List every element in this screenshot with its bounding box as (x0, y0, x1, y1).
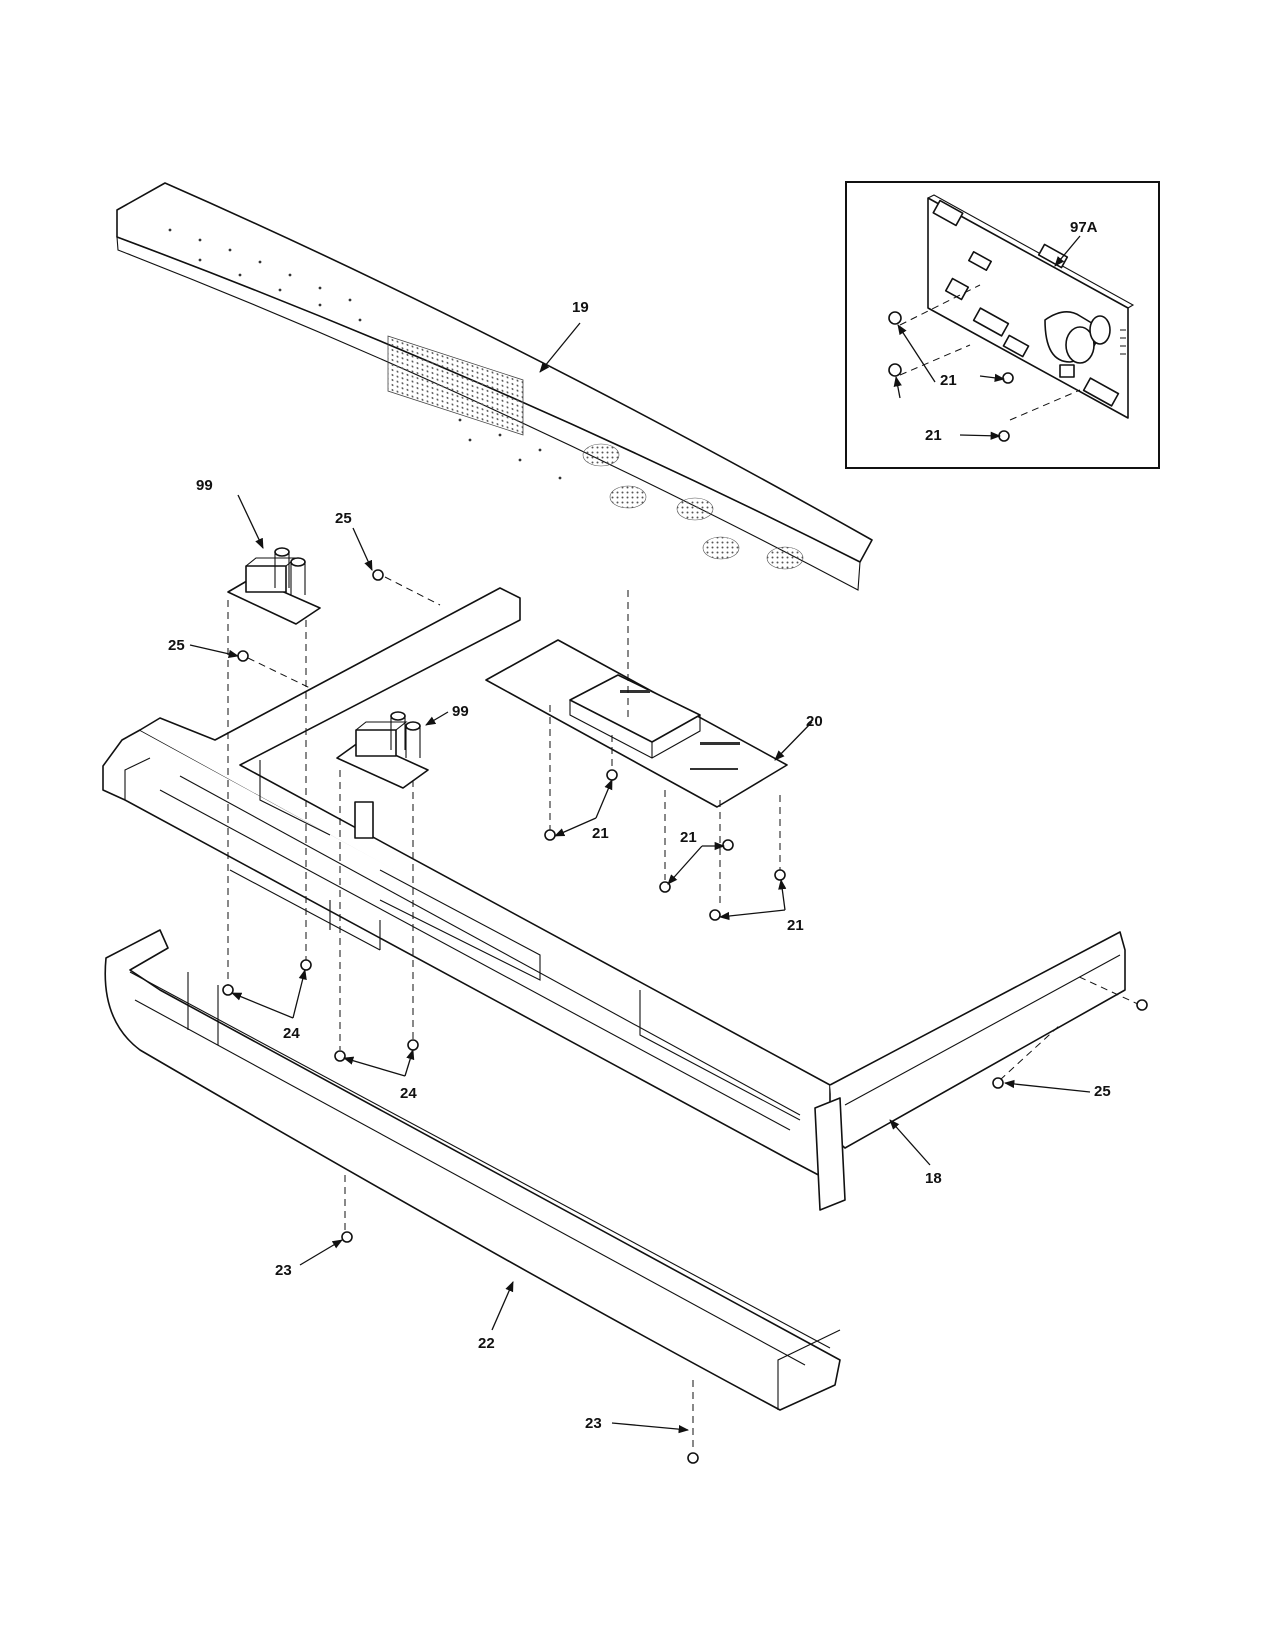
control-board-97a (927, 194, 1135, 419)
housing-bracket (354, 801, 374, 839)
callout-99-mid: 99 (452, 703, 469, 720)
callout-21-c: 21 (787, 917, 804, 934)
callout-24-a: 24 (283, 1025, 300, 1042)
control-board-20: 20 (485, 639, 823, 808)
callout-19: 19 (572, 299, 589, 316)
knob-pad-2 (609, 485, 647, 509)
callout-24-b: 24 (400, 1085, 417, 1102)
callout-25-right: 25 (1094, 1083, 1111, 1100)
control-panel-overlay-19: 19 (116, 182, 873, 591)
inset-screws (888, 284, 1081, 442)
transformer-board-99-mid: 99 (336, 703, 469, 789)
callout-25-top: 25 (335, 510, 352, 527)
callout-23-a: 23 (275, 1262, 292, 1279)
callout-25-left: 25 (168, 637, 185, 654)
callout-21-b: 21 (680, 829, 697, 846)
control-housing-18: 25 18 (102, 587, 1148, 1211)
panel-printed-keys (168, 228, 562, 480)
callout-18: 18 (925, 1170, 942, 1187)
knob-pad-3 (676, 497, 714, 521)
callout-97a: 97A (1070, 219, 1098, 236)
display-window (387, 335, 524, 436)
callout-21-a: 21 (592, 825, 609, 842)
callout-21-inset-a: 21 (940, 372, 957, 389)
board-20-screws: 21 21 21 (544, 590, 804, 934)
front-trim-22: 23 22 23 (104, 929, 841, 1464)
inset-detail: 97A 21 21 (845, 181, 1160, 469)
transformer-board-99-left: 99 (196, 477, 321, 625)
knob-pad-5 (766, 546, 804, 570)
inset-frame (845, 181, 1160, 469)
callout-23-b: 23 (585, 1415, 602, 1432)
housing-top-screws: 25 25 (168, 510, 441, 689)
knob-pad-1 (582, 443, 620, 467)
callout-22: 22 (478, 1335, 495, 1352)
callout-20: 20 (806, 713, 823, 730)
callout-21-inset-b: 21 (925, 427, 942, 444)
board-99-screws: 24 24 (222, 600, 419, 1102)
callout-99-left: 99 (196, 477, 213, 494)
knob-pad-4 (702, 536, 740, 560)
